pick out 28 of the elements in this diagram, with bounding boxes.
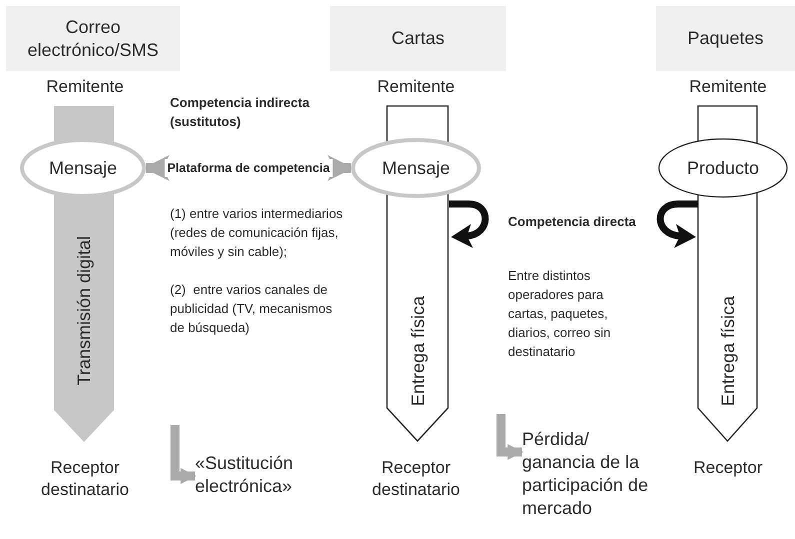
- endpoint-label: Remitente: [688, 76, 768, 98]
- edge-label: Plataforma de competencia: [164, 159, 333, 177]
- arrow-text: Entrega física: [716, 296, 738, 406]
- endpoint-label: Receptor destinatario: [40, 457, 130, 501]
- header-title: Correo electrónico/SMS: [26, 16, 160, 62]
- endpoint-label: Receptor destinatario: [371, 457, 461, 501]
- endpoint-label: Remitente: [45, 76, 125, 98]
- ellipse-text: Mensaje: [48, 158, 118, 178]
- ellipse-text: Mensaje: [382, 158, 450, 178]
- outcome-text: «Sustitución electrónica»: [195, 452, 320, 498]
- message-ellipse: [657, 137, 789, 199]
- message-ellipse: [20, 138, 146, 198]
- heading-text: Competencia indirecta (sustitutos): [170, 94, 310, 131]
- note-text: (1) entre varios intermediarios (redes de comunicación fijas, móviles y sin cable);: [170, 205, 344, 261]
- heading-text: Competencia directa: [508, 213, 637, 231]
- endpoint-label: Remitente: [376, 76, 456, 98]
- note-text: (2) entre varios canales de publicidad (TV, mecanismos de búsqueda): [170, 281, 334, 337]
- arrow: [170, 425, 197, 484]
- ellipse-text: Producto: [686, 158, 760, 178]
- header-title: Paquetes: [687, 27, 764, 50]
- endpoint-label: Receptor: [692, 457, 764, 479]
- arrow: [496, 414, 524, 460]
- note-text: Entre distintos operadores para cartas, paquetes, diarios, correo sin destinatario: [508, 267, 612, 361]
- arrow-text: Transmisión digital: [73, 236, 95, 386]
- header-title: Cartas: [391, 27, 444, 50]
- message-ellipse: [351, 138, 481, 198]
- outcome-text: Pérdida/ ganancia de la participación de mercado: [522, 428, 657, 520]
- arrow-text: Entrega física: [406, 296, 428, 406]
